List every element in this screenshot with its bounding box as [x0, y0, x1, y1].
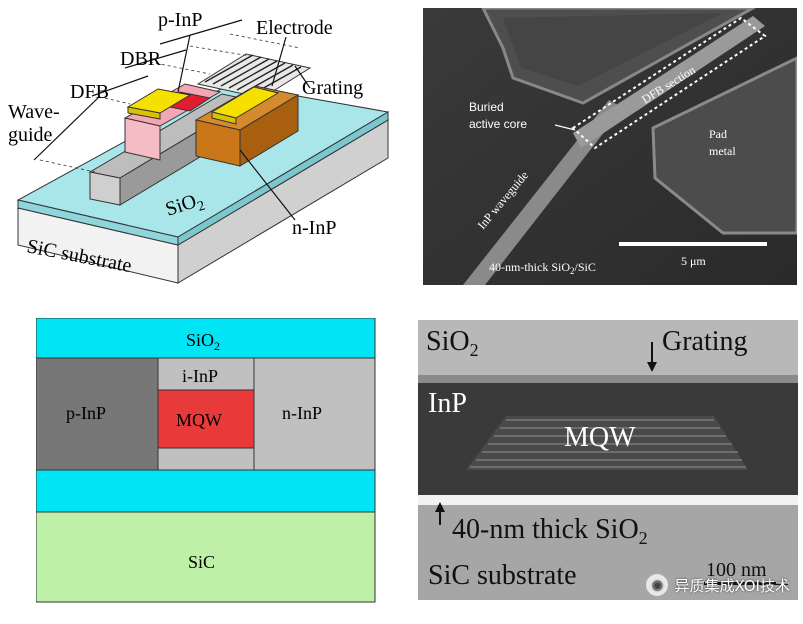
sem-image: Buried active core DFB section Pad metal…	[423, 6, 799, 285]
tem-image: SiO2 Grating InP MQW 40-nm thick SiO2 Si…	[418, 320, 798, 600]
label-inp: InP	[428, 388, 467, 419]
schematic-drawing: p-InP Electrode DBR Grating DFB Wave- gu…	[8, 9, 390, 284]
label-sio2: SiO2	[426, 326, 479, 360]
label-buried-2: active core	[469, 117, 527, 131]
watermark-text: 异质集成XOI技术	[674, 576, 790, 595]
sem-top-view: Buried active core DFB section Pad metal…	[423, 6, 799, 285]
sio2-bottom-layer	[35, 469, 376, 513]
label-i-inp: i-InP	[182, 366, 218, 386]
device-3d-schematic: p-InP Electrode DBR Grating DFB Wave- gu…	[0, 0, 400, 290]
label-pad-2: metal	[709, 144, 736, 158]
cross-section-schematic: SiO2 p-InP i-InP MQW n-InP SiC	[35, 317, 376, 603]
label-scale-100nm: 100 nm	[706, 559, 767, 581]
label-sic: SiC	[188, 552, 215, 572]
label-buried-1: Buried	[469, 100, 504, 114]
label-mqw: MQW	[564, 422, 636, 453]
label-thick-oxide: 40-nm-thick SiO2/SiC	[489, 260, 596, 276]
label-dbr: DBR	[120, 48, 162, 70]
label-p-inp: p-InP	[158, 9, 202, 31]
p-inp-region	[35, 357, 159, 471]
label-n-inp: n-InP	[282, 403, 322, 423]
n-inp-region	[253, 357, 376, 471]
label-n-inp: n-InP	[292, 217, 336, 239]
sio2-top-layer	[35, 317, 376, 359]
label-pad-1: Pad	[709, 127, 727, 141]
wechat-icon: ◉	[646, 574, 669, 596]
label-grating: Grating	[662, 326, 748, 357]
label-scale-5um: 5 μm	[681, 254, 706, 268]
cross-section-drawing: SiO2 p-InP i-InP MQW n-InP SiC	[35, 317, 376, 603]
label-p-inp: p-InP	[66, 403, 106, 423]
label-thick-sio2: 40-nm thick SiO2	[452, 514, 648, 548]
label-mqw: MQW	[176, 410, 222, 430]
label-dfb: DFB	[70, 81, 109, 103]
watermark: ◉ 异质集成XOI技术	[646, 574, 790, 596]
label-waveguide-1: Wave-	[8, 101, 60, 123]
label-electrode: Electrode	[256, 17, 333, 39]
label-sic-substrate: SiC substrate	[428, 560, 577, 591]
sic-substrate-layer	[35, 511, 376, 603]
tem-cross-section: SiO2 Grating InP MQW 40-nm thick SiO2 Si…	[418, 320, 798, 600]
label-sio2: SiO2	[186, 330, 220, 353]
label-waveguide-2: guide	[8, 124, 53, 146]
label-grating: Grating	[302, 77, 363, 99]
